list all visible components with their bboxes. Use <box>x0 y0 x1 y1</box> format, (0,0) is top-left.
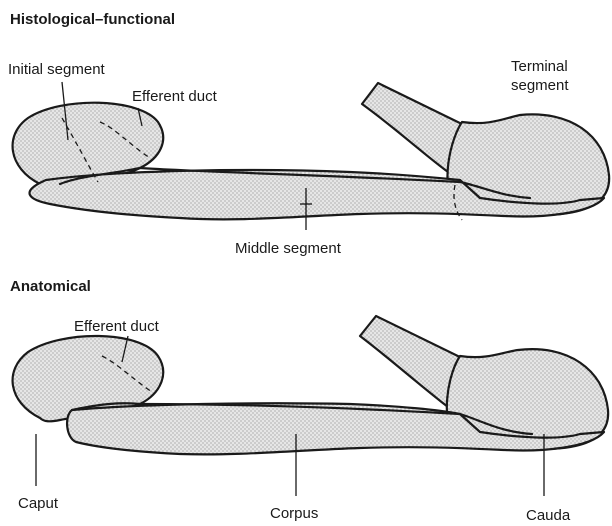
label-efferent-duct-bottom: Efferent duct <box>74 318 160 335</box>
label-cauda: Cauda <box>526 507 571 524</box>
label-caput: Caput <box>18 495 59 512</box>
label-terminal-line1: Terminal <box>511 58 568 75</box>
histological-functional-panel: Histological–functional Initial segment … <box>8 11 609 257</box>
label-terminal-line2: segment <box>511 77 569 94</box>
label-corpus: Corpus <box>270 505 318 522</box>
anatomical-panel: Anatomical Efferent duct Caput Corpus Ca… <box>10 278 608 524</box>
label-initial-segment: Initial segment <box>8 61 106 78</box>
label-efferent-duct-top: Efferent duct <box>132 88 218 105</box>
panel-title-anatomical: Anatomical <box>10 278 91 295</box>
label-middle-segment: Middle segment <box>235 240 342 257</box>
panel-title-histological-functional: Histological–functional <box>10 11 175 28</box>
